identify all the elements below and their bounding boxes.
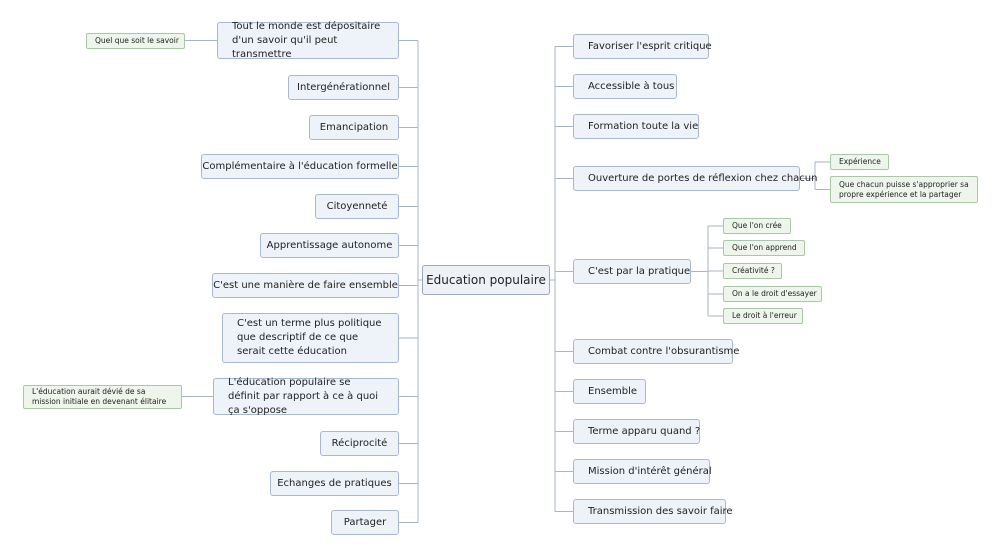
topic-partager[interactable]: Partager: [331, 510, 399, 535]
leaf-droit-erreur[interactable]: Le droit à l'erreur: [723, 308, 803, 324]
topic-formation-toute-la-vie[interactable]: Formation toute la vie: [573, 114, 699, 139]
topic-apprentissage-autonome[interactable]: Apprentissage autonome: [260, 233, 399, 258]
leaf-droit-essayer[interactable]: On a le droit d'essayer: [723, 286, 822, 302]
topic-interet-general[interactable]: Mission d'intérêt général: [573, 459, 712, 484]
topic-esprit-critique[interactable]: Favoriser l'esprit critique: [573, 34, 712, 59]
topic-se-definit-par-rapport[interactable]: L'éducation populaire se définit par rap…: [213, 377, 399, 416]
topic-accessible-a-tous[interactable]: Accessible à tous: [573, 74, 677, 99]
topic-depositaire-savoir[interactable]: Tout le monde est dépositaire d'un savoi…: [217, 21, 399, 60]
topic-maniere-faire-ensemble[interactable]: C'est une manière de faire ensemble: [212, 273, 399, 298]
leaf-creativite[interactable]: Créativité ?: [723, 263, 782, 279]
note-quel-que-soit-le-savoir[interactable]: Quel que soit le savoir: [86, 33, 185, 49]
topic-emancipation[interactable]: Emancipation: [309, 115, 399, 140]
note-education-elitaire[interactable]: L'éducation aurait dévié de sa mission i…: [23, 385, 182, 409]
topic-citoyennete[interactable]: Citoyenneté: [315, 194, 399, 219]
topic-intergenerationnel[interactable]: Intergénérationnel: [288, 75, 399, 100]
topic-obscurantisme[interactable]: Combat contre l'obsurantisme: [573, 339, 739, 364]
leaf-experience[interactable]: Expérience: [830, 154, 889, 170]
topic-terme-apparu[interactable]: Terme apparu quand ?: [573, 419, 700, 444]
leaf-que-lon-apprend[interactable]: Que l'on apprend: [723, 240, 805, 256]
topic-ensemble[interactable]: Ensemble: [573, 379, 646, 404]
topic-ouverture-portes[interactable]: Ouverture de portes de réflexion chez ch…: [573, 166, 817, 191]
leaf-sapproprier-experience[interactable]: Que chacun puisse s'approprier sa propre…: [830, 176, 978, 203]
topic-par-la-pratique[interactable]: C'est par la pratique: [573, 259, 691, 284]
topic-reciprocite[interactable]: Réciprocité: [320, 431, 399, 456]
sub-trunk: [691, 226, 709, 316]
topic-complementaire[interactable]: Complémentaire à l'éducation formelle: [201, 154, 399, 179]
topic-terme-politique[interactable]: C'est un terme plus politique que descri…: [222, 313, 399, 363]
sub-branch-lines: [800, 161, 830, 190]
central-topic[interactable]: Education populaire: [422, 265, 550, 295]
topic-transmission-savoir-faire[interactable]: Transmission des savoir faire: [573, 499, 733, 524]
leaf-que-lon-cree[interactable]: Que l'on crée: [723, 218, 791, 234]
topic-echanges-pratiques[interactable]: Echanges de pratiques: [270, 471, 399, 496]
